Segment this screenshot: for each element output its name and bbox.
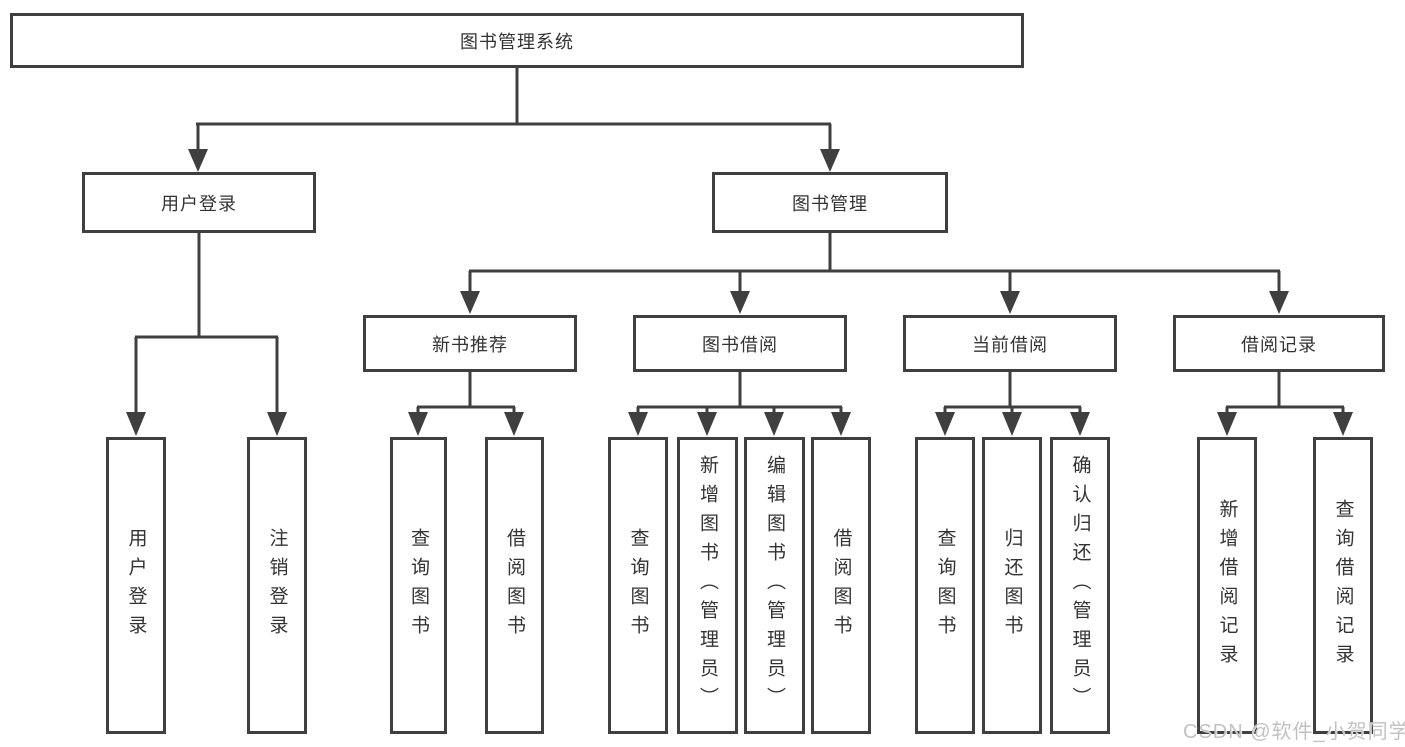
connector-borrow-records [1217,372,1353,436]
leaf-recommend-borrow-books: 借阅图书 [485,437,544,734]
connector-book-borrowing [628,372,851,436]
leaf-borrowing-query-books: 查询图书 [608,437,668,734]
connector-current-borrowing [935,372,1090,436]
leaf-logout: 注销登录 [247,437,307,734]
leaf-add-books-admin: 新增图书（管理员） [677,437,738,734]
leaf-add-borrow-record: 新增借阅记录 [1197,437,1257,734]
leaf-recommend-query-books: 查询图书 [390,437,447,734]
leaf-add-books-admin-label: 新增图书（管理员） [697,455,718,716]
node-new-book-recommend: 新书推荐 [363,315,577,372]
node-root: 图书管理系统 [10,13,1024,68]
leaf-edit-books-admin: 编辑图书（管理员） [744,437,805,734]
connector-book-management [460,233,1289,314]
leaf-borrowing-borrow-books: 借阅图书 [811,437,871,734]
leaf-current-query-books-label: 查询图书 [934,527,956,644]
leaf-borrowing-query-books-label: 查询图书 [627,527,649,644]
connector-user-login [126,233,287,436]
leaf-confirm-return-admin: 确认归还（管理员） [1050,437,1110,734]
node-borrow-records: 借阅记录 [1173,315,1385,372]
node-user-login: 用户登录 [82,172,316,233]
node-book-borrowing: 图书借阅 [633,315,847,372]
leaf-add-borrow-record-label: 新增借阅记录 [1216,498,1238,673]
leaf-user-login-label: 用户登录 [125,527,147,644]
leaf-confirm-return-admin-label: 确认归还（管理员） [1069,455,1091,716]
watermark: CSDN @软件_小贺同学 [1183,721,1405,743]
connector-root [188,68,840,172]
connector-new-book-recommend [408,372,524,436]
leaf-return-books: 归还图书 [982,437,1042,734]
leaf-recommend-query-books-label: 查询图书 [408,527,429,644]
leaf-borrowing-borrow-books-label: 借阅图书 [830,527,852,644]
node-book-management: 图书管理 [712,172,948,233]
leaf-return-books-label: 归还图书 [1001,527,1023,644]
leaf-current-query-books: 查询图书 [915,437,975,734]
leaf-edit-books-admin-label: 编辑图书（管理员） [764,455,785,716]
node-current-borrowing: 当前借阅 [903,315,1117,372]
leaf-logout-label: 注销登录 [266,527,288,644]
leaf-user-login: 用户登录 [106,437,166,734]
leaf-query-borrow-record-label: 查询借阅记录 [1332,498,1354,673]
leaf-recommend-borrow-books-label: 借阅图书 [504,527,525,644]
leaf-query-borrow-record: 查询借阅记录 [1313,437,1373,734]
